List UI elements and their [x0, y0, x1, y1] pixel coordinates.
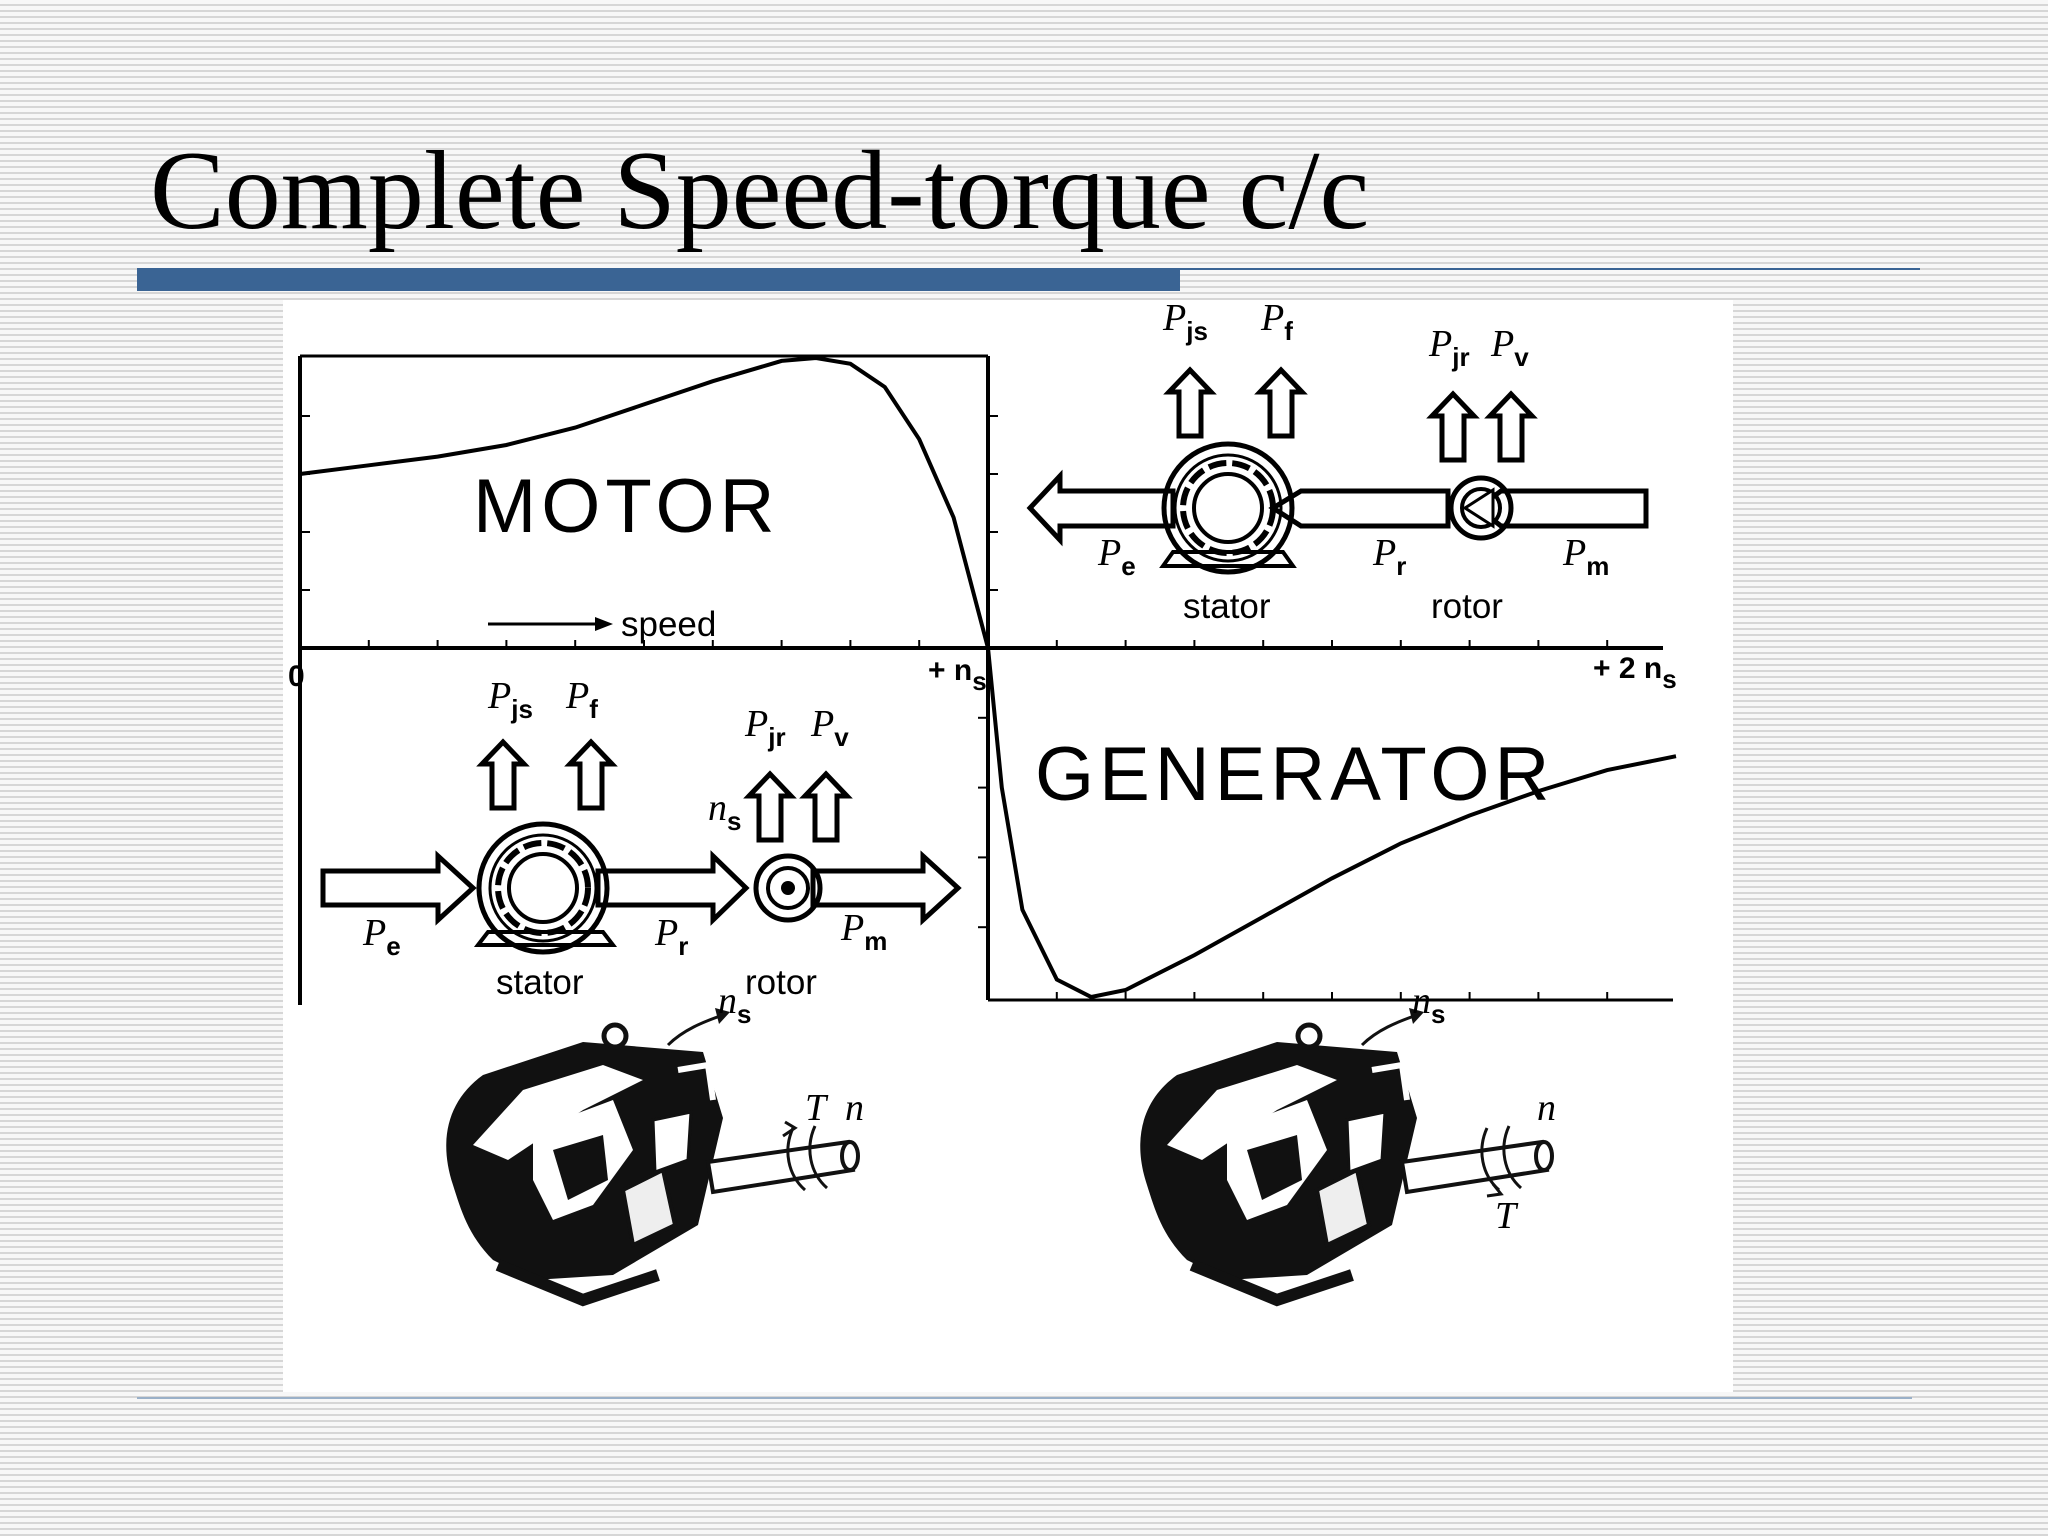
motor-output-arrow-pe [1026, 469, 1176, 547]
machine-speed-label: n [845, 1087, 864, 1129]
gen-ns-label: ns [708, 787, 741, 836]
motor-pjr-loss-arrow [1432, 394, 1474, 460]
motor-stator-symbol [1159, 441, 1297, 575]
title-underline-thick [137, 268, 1180, 291]
slide-title: Complete Speed-torque c/c [150, 129, 1370, 253]
gen-rotor-symbol [753, 853, 823, 923]
motor-pjs-label: Pjs [1162, 300, 1208, 346]
gen-pe-label: Pe [362, 912, 401, 961]
gen-pv-loss-arrow [805, 774, 847, 840]
motor-stator-label: stator [1183, 587, 1271, 626]
machine-body [1140, 1022, 1417, 1307]
machine-torque-label: T [805, 1087, 829, 1129]
gen-output-arrow-pm [810, 850, 962, 926]
speed-arrowhead [595, 617, 613, 631]
machine-ns-label: ns [1412, 980, 1445, 1029]
motor-pv-loss-arrow [1490, 394, 1532, 460]
gen-pf-label: Pf [565, 675, 598, 724]
motor-torque-curve [299, 355, 990, 649]
rotation-arrow-ns [1360, 1013, 1418, 1047]
gen-stator-label: stator [496, 963, 584, 1002]
machine-speed-label: n [1537, 1087, 1556, 1129]
gen-stator-symbol [473, 821, 618, 955]
axis-label-2ns: + 2 ns [1593, 652, 1677, 694]
figure-panel: 0 + ns + 2 ns MOTOR GENERATOR speed Pjs … [283, 300, 1733, 1392]
axis-label-zero: 0 [288, 660, 305, 693]
motor-pf-label: Pf [1260, 300, 1293, 346]
motor-pjr-label: Pjr [1428, 323, 1470, 372]
machine-torque-label: T [1495, 1195, 1519, 1237]
gen-pv-label: Pv [810, 703, 849, 752]
motor-pv-label: Pv [1490, 323, 1529, 372]
generator-machine-illustration: ns n T [1140, 980, 1556, 1307]
motor-pjs-loss-arrow [1169, 370, 1211, 436]
motor-shaft [705, 1120, 860, 1195]
generator-label: GENERATOR [1035, 732, 1554, 817]
generator-shaft [1399, 1125, 1554, 1198]
gen-pjs-label: Pjs [487, 675, 533, 724]
motor-power-flow: Pjs Pf Pjr Pv Pe Pr Pm stator rotor [1026, 300, 1649, 626]
axes [298, 354, 1673, 1005]
machine-ns-label: ns [718, 980, 751, 1029]
gen-pjr-loss-arrow [749, 774, 791, 840]
axis-label-ns: + ns [928, 654, 987, 696]
machine-body [446, 1022, 723, 1307]
speed-label: speed [621, 605, 716, 644]
motor-pe-label: Pe [1097, 532, 1136, 581]
motor-rotor-symbol [1448, 475, 1514, 541]
motor-pm-label: Pm [1562, 532, 1609, 581]
motor-label: MOTOR [473, 464, 779, 549]
motor-pf-loss-arrow [1260, 370, 1302, 436]
gen-airgap-arrow-pr [595, 850, 750, 926]
title-underline-thin [1180, 268, 1920, 270]
generator-power-flow: Pjs Pf Pjr Pv ns Pe Pr Pm stator rotor [320, 675, 962, 1002]
gen-pm-label: Pm [840, 907, 887, 956]
footer-divider [137, 1397, 1912, 1399]
gen-input-arrow-pe [320, 850, 477, 926]
rotation-arrow-ns [666, 1013, 724, 1047]
speed-torque-figure: 0 + ns + 2 ns MOTOR GENERATOR speed Pjs … [288, 300, 1677, 1307]
gen-pr-label: Pr [654, 912, 688, 961]
gen-pjs-loss-arrow [482, 742, 524, 808]
gen-pf-loss-arrow [570, 742, 612, 808]
gen-pjr-label: Pjr [744, 703, 786, 752]
generator-torque-curve [986, 647, 1677, 1000]
motor-airgap-arrow-pr [1268, 488, 1451, 529]
motor-machine-illustration: ns T n [446, 980, 864, 1307]
gen-rotor-label: rotor [745, 963, 817, 1002]
motor-rotor-label: rotor [1431, 587, 1503, 626]
motor-pr-label: Pr [1372, 532, 1406, 581]
motor-input-arrow-pm [1473, 488, 1649, 529]
